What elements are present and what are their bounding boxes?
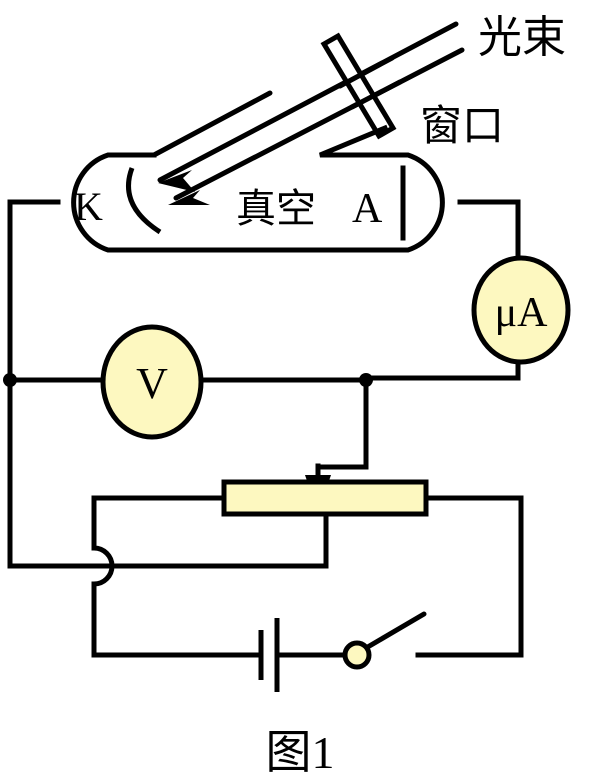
wires	[7, 199, 524, 658]
beam-arrowhead-lower	[168, 190, 210, 205]
voltmeter-body	[100, 324, 204, 440]
figure-caption: 图1	[266, 727, 335, 776]
beam-through-window-upper	[337, 55, 395, 89]
voltmeter-label: V	[136, 359, 168, 408]
rheostat-body	[221, 479, 429, 517]
window	[320, 32, 403, 140]
microammeter: μA	[471, 255, 571, 365]
wire-anode-to-microammeter	[457, 199, 521, 281]
wire-rheostat-right-to-switch	[415, 495, 524, 658]
anode-label: A	[352, 186, 383, 232]
switch	[342, 611, 427, 670]
light-beam-label: 光束	[478, 13, 566, 62]
window-label: 窗口	[420, 104, 504, 150]
beam-ray-upper	[157, 21, 459, 183]
light-beam	[157, 21, 465, 205]
beam-arrowhead-upper	[158, 170, 195, 192]
tube-neck-wall	[151, 90, 273, 158]
phototube	[71, 90, 445, 253]
junction-left	[3, 373, 17, 387]
switch-lever	[363, 611, 427, 651]
cathode-plate	[126, 167, 162, 235]
beam-ray-lower	[173, 47, 465, 201]
battery	[258, 618, 280, 692]
wire-slider	[315, 377, 369, 470]
voltmeter: V	[100, 324, 204, 440]
phototube-envelope	[71, 124, 445, 253]
beam-through-window-lower	[349, 79, 403, 110]
microammeter-label: μA	[495, 290, 549, 336]
cathode-label: K	[74, 184, 103, 229]
switch-pivot	[342, 640, 372, 670]
wire-cathode-to-rheostat-bottom	[7, 199, 329, 569]
junction-right	[359, 373, 373, 387]
vacuum-label: 真空	[236, 186, 316, 231]
window-glass	[320, 32, 397, 140]
microammeter-body	[471, 255, 571, 365]
wire-rheostat-left-to-battery	[91, 495, 259, 658]
wire-microammeter-to-junction	[363, 357, 521, 381]
